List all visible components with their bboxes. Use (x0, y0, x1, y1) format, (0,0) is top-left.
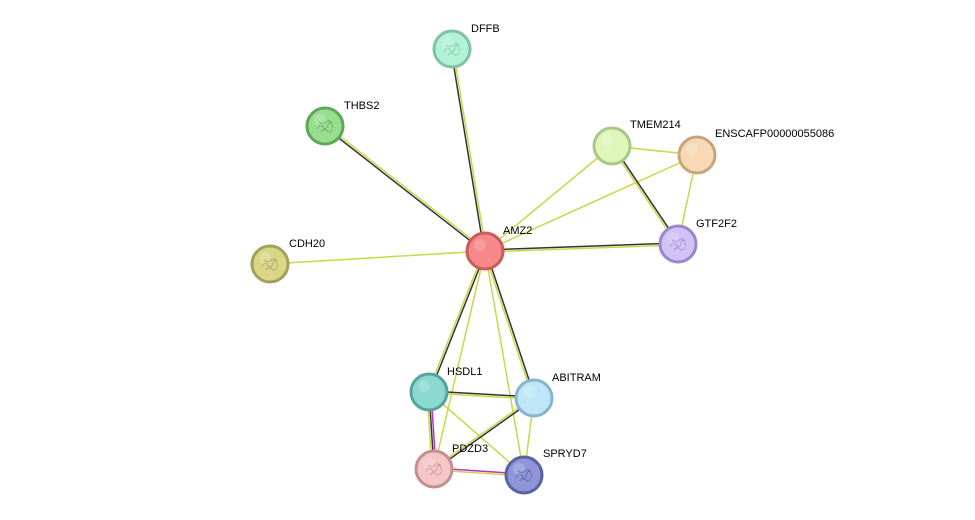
node-circle[interactable] (677, 135, 717, 175)
edge-stroke (484, 145, 613, 252)
node-dffb[interactable]: DFFB (432, 23, 500, 69)
node-circle[interactable] (658, 224, 698, 264)
node-highlight (259, 252, 271, 264)
edge-stroke (484, 242, 679, 251)
edge-stroke (429, 250, 487, 394)
node-thbs2[interactable]: THBS2 (305, 100, 379, 146)
node-label-thbs2: THBS2 (344, 100, 379, 112)
edge-amz2-enscafp00000055086[interactable] (484, 154, 698, 252)
node-highlight (513, 463, 525, 475)
protein-structure-icon (261, 258, 279, 271)
node-circle[interactable] (414, 449, 454, 489)
node-cdh20[interactable]: CDH20 (250, 238, 325, 284)
edge-amz2-dffb[interactable] (450, 48, 487, 252)
edge-stroke (432, 396, 535, 469)
node-highlight (314, 114, 326, 126)
edge-stroke (433, 398, 536, 471)
edge-stroke (484, 154, 698, 252)
node-highlight (423, 457, 435, 469)
protein-structure-icon (316, 120, 334, 133)
node-hsdl1[interactable]: HSDL1 (409, 366, 482, 412)
node-amz2[interactable]: AMZ2 (465, 225, 532, 271)
protein-structure-icon (425, 463, 443, 476)
edge-stroke (484, 250, 525, 476)
node-highlight (474, 239, 486, 251)
edge-abitram-pdzd3[interactable] (432, 396, 536, 471)
node-pdzd3[interactable]: PDZD3 (414, 443, 488, 489)
edge-stroke (433, 250, 486, 470)
nodes-layer: AMZ2 DFFB THBS2TMEM214ENSCAFP00000055086GT… (250, 23, 834, 495)
edge-amz2-spryd7[interactable] (484, 250, 525, 476)
edge-stroke (483, 250, 534, 400)
node-label-dffb: DFFB (471, 23, 500, 35)
node-highlight (418, 380, 430, 392)
edge-stroke (485, 249, 536, 399)
node-label-hsdl1: HSDL1 (447, 366, 482, 378)
edge-stroke (452, 48, 487, 252)
protein-structure-icon (443, 43, 461, 56)
edge-amz2-pdzd3[interactable] (433, 250, 486, 470)
edge-amz2-gtf2f2[interactable] (484, 242, 679, 253)
edge-hsdl1-spryd7[interactable] (428, 391, 525, 476)
edge-amz2-hsdl1[interactable] (427, 249, 487, 394)
edge-stroke (427, 249, 485, 393)
node-circle[interactable] (465, 231, 505, 271)
node-enscafp00000055086[interactable]: ENSCAFP00000055086 (677, 128, 834, 175)
node-label-cdh20: CDH20 (289, 238, 325, 250)
edge-stroke (612, 144, 680, 245)
edge-amz2-tmem214[interactable] (484, 145, 613, 252)
node-highlight (523, 386, 535, 398)
node-label-enscafp00000055086: ENSCAFP00000055086 (715, 128, 834, 140)
node-highlight (441, 37, 453, 49)
edge-amz2-cdh20[interactable] (269, 250, 486, 265)
edge-stroke (428, 391, 525, 476)
node-label-pdzd3: PDZD3 (452, 443, 488, 455)
edge-amz2-thbs2[interactable] (323, 124, 487, 253)
node-label-tmem214: TMEM214 (630, 119, 681, 131)
edge-stroke (323, 126, 486, 253)
node-tmem214[interactable]: TMEM214 (592, 119, 681, 166)
node-circle[interactable] (592, 126, 632, 166)
edge-stroke (450, 48, 485, 252)
node-gtf2f2[interactable]: GTF2F2 (658, 218, 737, 264)
node-label-spryd7: SPRYD7 (543, 448, 587, 460)
node-circle[interactable] (409, 372, 449, 412)
node-label-abitram: ABITRAM (552, 372, 601, 384)
protein-structure-icon (515, 469, 533, 482)
node-highlight (667, 232, 679, 244)
protein-structure-icon (669, 238, 687, 251)
edge-stroke (610, 145, 678, 246)
node-circle[interactable] (514, 378, 554, 418)
edge-stroke (484, 244, 679, 253)
node-label-amz2: AMZ2 (503, 225, 532, 237)
node-highlight (601, 134, 613, 146)
node-spryd7[interactable]: SPRYD7 (504, 448, 587, 495)
node-label-gtf2f2: GTF2F2 (696, 218, 737, 230)
node-circle[interactable] (305, 106, 345, 146)
node-circle[interactable] (504, 455, 544, 495)
node-circle[interactable] (250, 244, 290, 284)
edge-amz2-abitram[interactable] (483, 249, 536, 400)
node-highlight (686, 143, 698, 155)
edge-stroke (269, 250, 486, 265)
node-abitram[interactable]: ABITRAM (514, 372, 601, 418)
edge-stroke (324, 124, 487, 251)
node-circle[interactable] (432, 29, 472, 69)
edge-tmem214-gtf2f2[interactable] (610, 144, 680, 246)
